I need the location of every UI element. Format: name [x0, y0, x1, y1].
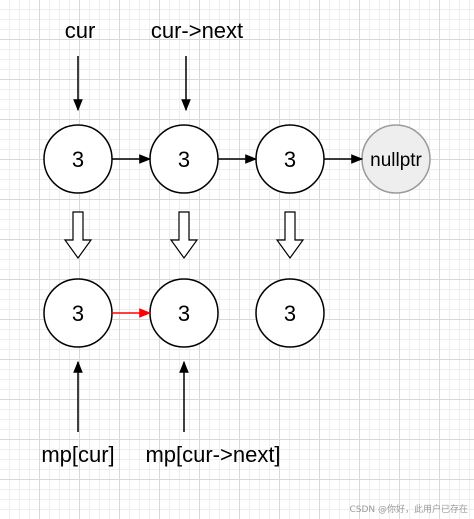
label-mp-cur: mp[cur]	[41, 442, 114, 467]
nullptr-node: nullptr	[361, 124, 431, 194]
original-node-1: 3	[43, 124, 113, 194]
nullptr-label: nullptr	[370, 150, 422, 171]
original-node-2-value: 3	[178, 147, 190, 172]
label-cur: cur	[65, 18, 96, 43]
copied-node-2: 3	[149, 278, 219, 348]
map-arrow-1	[63, 211, 93, 260]
original-node-1-value: 3	[72, 147, 84, 172]
copied-node-1: 3	[43, 278, 113, 348]
copied-node-1-value: 3	[72, 301, 84, 326]
copied-node-2-value: 3	[178, 301, 190, 326]
map-arrow-3	[275, 211, 305, 260]
map-arrow-2	[169, 211, 199, 260]
original-node-3-value: 3	[284, 147, 296, 172]
original-node-2: 3	[149, 124, 219, 194]
watermark-text: CSDN @你好，此用户已存在	[349, 503, 468, 515]
copied-node-3-value: 3	[284, 301, 296, 326]
label-cur-next: cur->next	[151, 18, 243, 43]
label-mp-cur-next: mp[cur->next]	[145, 442, 280, 467]
original-node-3: 3	[255, 124, 325, 194]
copied-node-3: 3	[255, 278, 325, 348]
